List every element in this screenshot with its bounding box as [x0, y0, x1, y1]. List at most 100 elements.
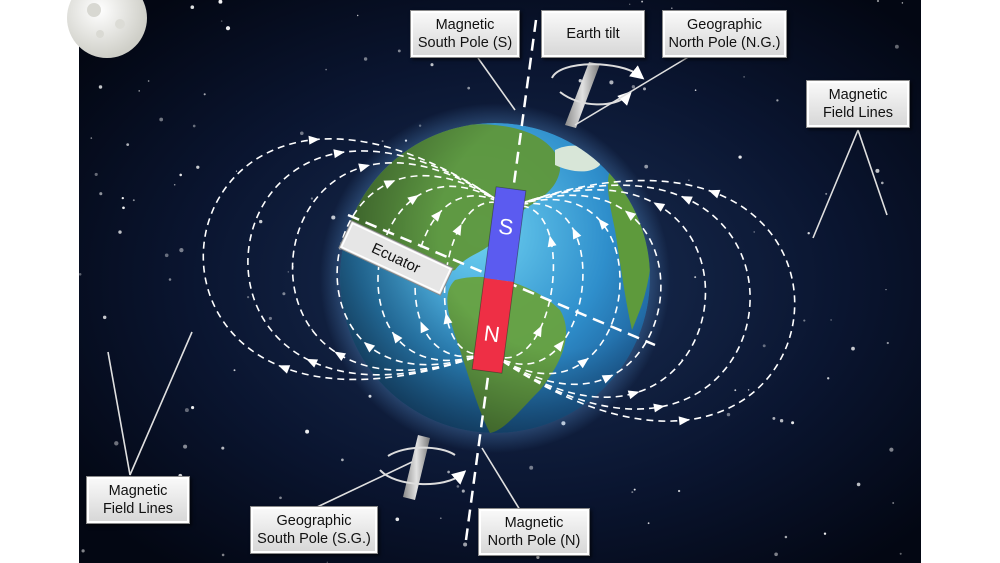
- field-line-arrow: [363, 341, 376, 353]
- star: [121, 196, 124, 200]
- star: [159, 117, 164, 122]
- label-field-lines-right: Magnetic Field Lines: [806, 80, 910, 128]
- star: [694, 89, 697, 92]
- field-line-arrow: [653, 202, 666, 212]
- star: [644, 164, 649, 169]
- field-line-arrow: [308, 135, 320, 145]
- star: [772, 416, 776, 420]
- star: [899, 552, 902, 555]
- equator-line: [347, 213, 656, 347]
- star: [456, 485, 460, 488]
- star: [609, 80, 614, 85]
- star: [247, 296, 250, 299]
- field-line-arrow: [678, 416, 691, 426]
- star: [747, 389, 750, 391]
- star: [147, 80, 150, 82]
- star: [578, 79, 582, 83]
- field-line-arrow: [278, 365, 291, 374]
- field-line-arrow: [452, 223, 462, 236]
- star: [192, 124, 196, 128]
- star: [81, 549, 85, 553]
- star: [168, 278, 172, 281]
- star: [631, 85, 636, 89]
- star: [397, 49, 401, 53]
- field-line-arrow: [601, 374, 614, 384]
- star: [463, 542, 468, 547]
- label-line: Magnetic: [828, 87, 888, 103]
- star: [827, 377, 830, 380]
- field-line-arrow: [680, 196, 693, 205]
- star: [98, 85, 103, 89]
- star: [641, 0, 644, 3]
- star: [235, 170, 238, 172]
- field-line-arrow: [306, 358, 319, 368]
- star: [138, 90, 140, 92]
- star: [776, 99, 779, 102]
- star: [218, 0, 223, 4]
- star: [738, 155, 742, 159]
- field-line-arrow: [624, 210, 637, 221]
- star: [203, 93, 206, 96]
- star: [430, 63, 434, 67]
- star: [118, 230, 122, 234]
- field-line-arrow: [547, 235, 557, 248]
- label-line: Geographic: [687, 17, 762, 33]
- star: [225, 26, 231, 31]
- star: [536, 555, 540, 559]
- label-line: Geographic: [276, 513, 352, 529]
- star: [190, 5, 195, 9]
- field-line-arrow: [553, 340, 565, 352]
- field-line-arrow: [532, 325, 542, 338]
- star: [894, 44, 899, 49]
- star: [132, 199, 135, 202]
- star: [447, 470, 450, 474]
- star: [807, 231, 810, 235]
- field-line-arrow: [333, 149, 345, 159]
- field-line: [443, 201, 506, 355]
- star: [677, 489, 681, 493]
- field-line-arrow: [407, 194, 419, 205]
- star: [94, 172, 98, 176]
- star: [791, 421, 795, 425]
- field-line: [336, 175, 506, 366]
- label-field-lines-left: Magnetic Field Lines: [86, 476, 190, 524]
- field-line-arrow: [443, 312, 453, 325]
- star: [633, 488, 636, 491]
- star: [259, 219, 263, 224]
- star: [357, 14, 359, 17]
- star: [688, 179, 690, 181]
- star: [784, 535, 788, 539]
- label-line: Field Lines: [822, 105, 894, 121]
- field-line: [492, 179, 796, 422]
- label-line: South Pole (S): [417, 35, 513, 51]
- star: [279, 496, 282, 500]
- star: [341, 458, 344, 462]
- star: [99, 192, 103, 196]
- star: [851, 346, 855, 351]
- star: [287, 271, 290, 273]
- star: [179, 173, 182, 177]
- star: [395, 517, 400, 522]
- star: [183, 444, 188, 449]
- field-line-arrow: [431, 210, 442, 222]
- field-line-arrow: [334, 351, 347, 362]
- star: [363, 57, 368, 61]
- field-line-arrow: [708, 189, 721, 199]
- star: [191, 406, 195, 410]
- star: [126, 143, 130, 146]
- field-line-arrow: [653, 403, 665, 413]
- star: [825, 192, 828, 195]
- moon: [67, 0, 147, 58]
- star: [803, 319, 806, 322]
- star: [311, 328, 313, 331]
- star: [886, 341, 889, 345]
- star: [90, 137, 93, 139]
- label-magnetic-south-pole: Magnetic South Pole (S): [410, 10, 520, 58]
- star: [467, 86, 471, 90]
- field-line-arrow: [392, 332, 403, 344]
- star: [529, 465, 534, 470]
- label-magnetic-north-pole: Magnetic North Pole (N): [478, 508, 590, 556]
- magnet-south-letter: S: [497, 213, 515, 240]
- label-earth-tilt: Earth tilt: [541, 10, 645, 58]
- star: [743, 76, 745, 78]
